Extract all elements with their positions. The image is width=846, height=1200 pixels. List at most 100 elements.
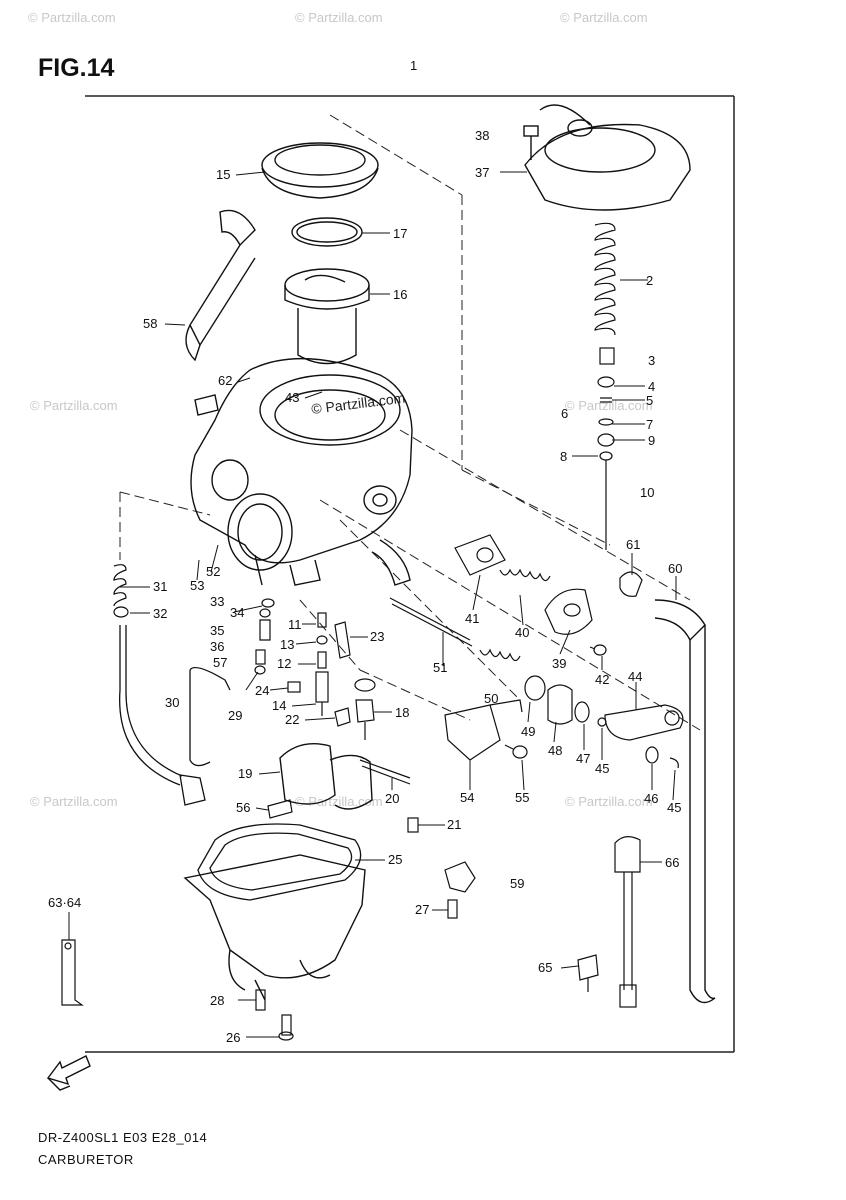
- label-65: 65: [538, 960, 552, 975]
- label-29: 29: [228, 708, 242, 723]
- part-2-spring: [594, 222, 616, 336]
- footer-model-code: DR-Z400SL1 E03 E28_014: [38, 1130, 208, 1145]
- part-59-bracket: [444, 861, 476, 893]
- part-54-body: [444, 699, 523, 761]
- part-15-cap-ring: [261, 142, 379, 199]
- label-10: 10: [640, 485, 654, 500]
- label-38: 38: [475, 128, 489, 143]
- part-56-clip: [267, 799, 293, 819]
- label-18: 18: [395, 705, 409, 720]
- label-41: 41: [465, 611, 479, 626]
- label-35: 35: [210, 623, 224, 638]
- parts-11-14-jets: [315, 612, 329, 716]
- watermark: © Partzilla.com: [295, 794, 383, 809]
- part-42-screw: [589, 644, 607, 656]
- label-9: 9: [648, 433, 655, 448]
- label-66: 66: [665, 855, 679, 870]
- label-45a: 45: [595, 761, 609, 776]
- top-assembly-number: 1: [410, 58, 418, 73]
- label-49: 49: [521, 724, 535, 739]
- label-8: 8: [560, 449, 567, 464]
- label-11: 11: [288, 617, 302, 632]
- part-23-needle-jet: [334, 621, 351, 659]
- label-48: 48: [548, 743, 562, 758]
- label-37: 37: [475, 165, 489, 180]
- label-42: 42: [595, 672, 609, 687]
- watermark: © Partzilla.com: [295, 10, 383, 25]
- carburetor-body: [190, 358, 413, 586]
- float-bowl: [183, 854, 366, 1001]
- label-4: 4: [648, 379, 655, 394]
- label-17: 17: [393, 226, 407, 241]
- part-66-heater: [614, 836, 641, 1008]
- part-65-sensor: [577, 954, 599, 992]
- part-26-screw: [278, 1014, 294, 1041]
- part-24-screw: [287, 681, 301, 693]
- label-45b: 45: [667, 800, 681, 815]
- label-32: 32: [153, 606, 167, 621]
- diagram-frame: [85, 95, 735, 1053]
- label-57: 57: [213, 655, 227, 670]
- part-40-spring: [499, 568, 551, 582]
- label-21: 21: [447, 817, 461, 832]
- part-61-clamp: [619, 571, 643, 597]
- label-28: 28: [210, 993, 224, 1008]
- label-33: 33: [210, 594, 224, 609]
- watermark: © Partzilla.com: [28, 10, 116, 25]
- label-53: 53: [190, 578, 204, 593]
- label-46: 46: [644, 791, 658, 806]
- label-40: 40: [515, 625, 529, 640]
- part-63-64-strap: [61, 939, 84, 1006]
- label-13: 13: [280, 637, 294, 652]
- part-32-washer: [113, 606, 129, 618]
- label-61: 61: [626, 537, 640, 552]
- label-26: 26: [226, 1030, 240, 1045]
- label-58: 58: [143, 316, 157, 331]
- part-20-pin: [359, 759, 411, 785]
- label-6: 6: [561, 406, 568, 421]
- watermark: © Partzilla.com: [30, 794, 118, 809]
- label-5: 5: [646, 393, 653, 408]
- watermark: © Partzilla.com: [565, 794, 653, 809]
- label-59: 59: [510, 876, 524, 891]
- label-20: 20: [385, 791, 399, 806]
- label-60: 60: [668, 561, 682, 576]
- label-25: 25: [388, 852, 402, 867]
- part-38-screw: [523, 125, 539, 160]
- label-34: 34: [230, 605, 244, 620]
- part-39-cover: [544, 588, 593, 635]
- part-55-screw: [504, 744, 528, 759]
- footer-part-name: CARBURETOR: [38, 1152, 134, 1167]
- label-63-64: 63·64: [48, 895, 81, 910]
- label-43: 43: [285, 390, 299, 405]
- label-52: 52: [206, 564, 220, 579]
- part-30-cable: [119, 625, 231, 806]
- part-18-valve: [354, 678, 376, 740]
- part-19-float: [279, 743, 373, 810]
- part-41-gasket: [454, 534, 506, 576]
- part-46-washer: [645, 746, 659, 764]
- part-44-lever: [604, 704, 684, 741]
- label-39: 39: [552, 656, 566, 671]
- part-28-screw: [255, 989, 266, 1011]
- part-17-o-ring: [291, 217, 363, 247]
- label-27: 27: [415, 902, 429, 917]
- part-51-shaft: [389, 597, 521, 662]
- part-58-hose: [185, 209, 256, 362]
- label-30: 30: [165, 695, 179, 710]
- label-14: 14: [272, 698, 286, 713]
- part-60-hose: [654, 599, 716, 1004]
- needle-clip-stack: [597, 347, 615, 550]
- label-47: 47: [576, 751, 590, 766]
- watermark: © Partzilla.com: [565, 398, 653, 413]
- label-31: 31: [153, 579, 167, 594]
- part-37-top-cover: [524, 104, 691, 211]
- part-16-slide: [284, 268, 370, 365]
- part-25-gasket: [197, 823, 362, 901]
- part-31-spring: [113, 564, 127, 607]
- label-55: 55: [515, 790, 529, 805]
- part-27-screw: [447, 899, 458, 919]
- part-45-clip: [597, 717, 679, 769]
- figure-title: FIG.14: [38, 54, 115, 82]
